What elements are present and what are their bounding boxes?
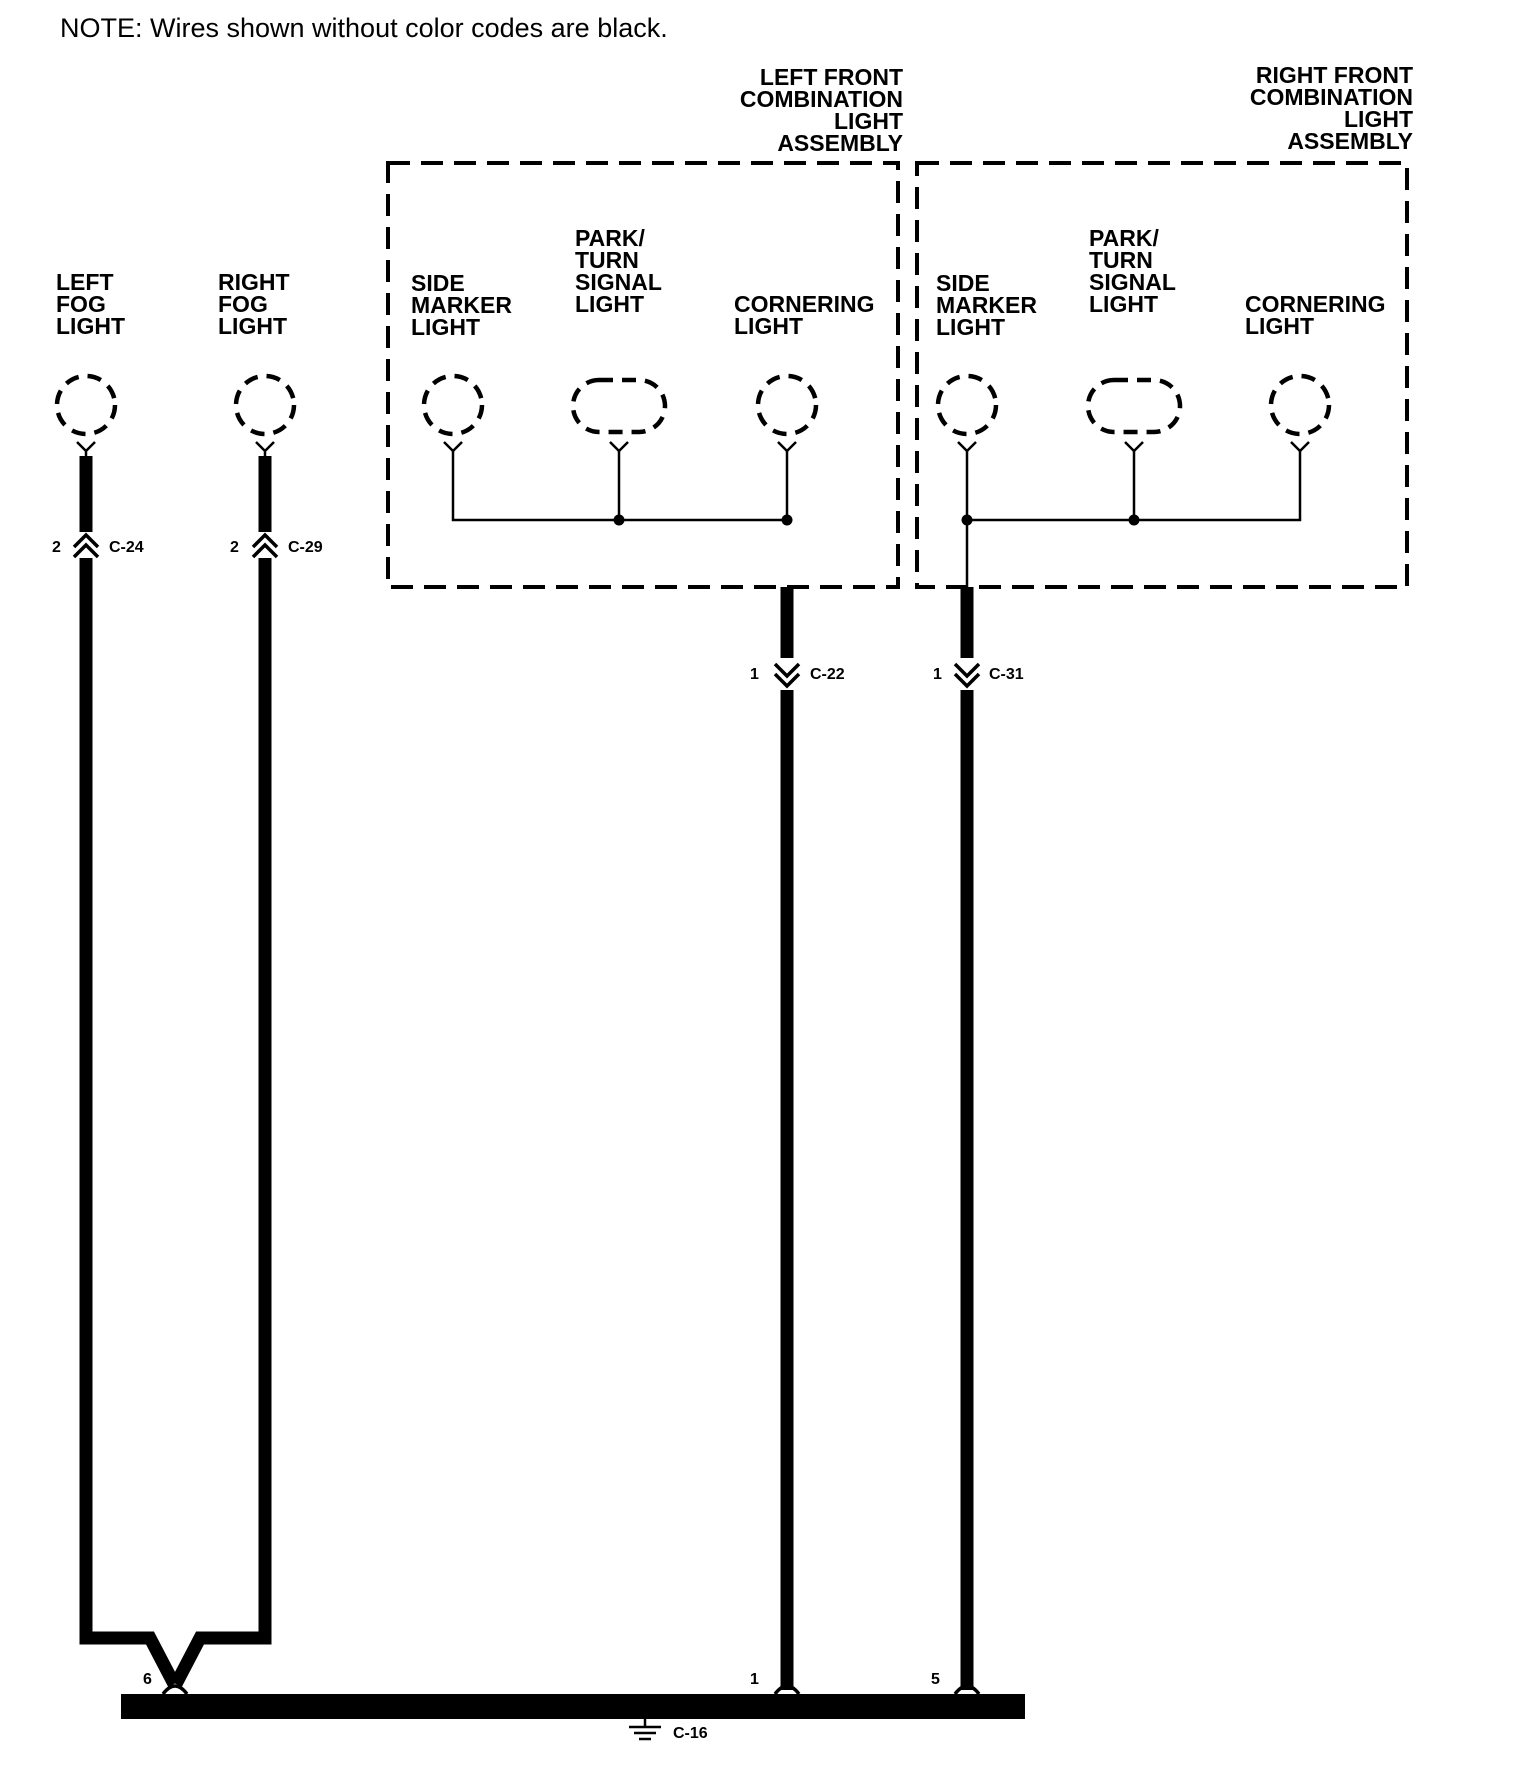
ground-pin-right-front: 5 xyxy=(931,1671,940,1688)
svg-text:ASSEMBLY: ASSEMBLY xyxy=(777,130,903,156)
svg-text:LIGHT: LIGHT xyxy=(734,313,803,339)
rf-internal-wiring xyxy=(961,451,1302,590)
ground-pin-left-front: 1 xyxy=(750,1671,759,1688)
svg-text:LIGHT: LIGHT xyxy=(575,291,644,317)
svg-text:LIGHT: LIGHT xyxy=(1344,106,1413,132)
left-front-assembly-title: LEFT FRONT COMBINATION LIGHT ASSEMBLY xyxy=(740,64,903,156)
lf-park-turn-bulb-icon xyxy=(570,377,668,435)
note-text: NOTE: Wires shown without color codes ar… xyxy=(60,13,668,43)
svg-text:MARKER: MARKER xyxy=(411,292,512,318)
c22-label: C-22 xyxy=(810,666,845,683)
svg-text:RIGHT: RIGHT xyxy=(218,269,290,295)
svg-text:SIGNAL: SIGNAL xyxy=(575,269,662,295)
svg-text:TURN: TURN xyxy=(1089,247,1153,273)
svg-text:FOG: FOG xyxy=(56,291,106,317)
ground-connector-icons xyxy=(161,1684,981,1696)
lf-cornering-bulb-icon xyxy=(755,373,819,437)
connector-c29-icon xyxy=(251,532,279,559)
c31-label: C-31 xyxy=(989,666,1024,683)
svg-text:LIGHT: LIGHT xyxy=(1245,313,1314,339)
svg-text:PARK/: PARK/ xyxy=(1089,225,1159,251)
left-fog-bulb-icon xyxy=(54,373,118,437)
right-fog-light-label: RIGHT FOG LIGHT xyxy=(218,269,290,339)
svg-text:RIGHT FRONT: RIGHT FRONT xyxy=(1256,62,1413,88)
left-fog-ground-wire xyxy=(79,456,180,1688)
rf-park-turn-label: PARK/ TURN SIGNAL LIGHT xyxy=(1089,225,1176,317)
c29-pin: 2 xyxy=(230,539,239,556)
bulb-terminals xyxy=(76,441,1310,458)
svg-text:PARK/: PARK/ xyxy=(575,225,645,251)
c29-label: C-29 xyxy=(288,539,323,556)
svg-text:LIGHT: LIGHT xyxy=(834,108,903,134)
svg-text:LIGHT: LIGHT xyxy=(411,314,480,340)
svg-text:SIDE: SIDE xyxy=(936,270,990,296)
rf-park-turn-bulb-icon xyxy=(1085,377,1183,435)
svg-text:TURN: TURN xyxy=(575,247,639,273)
svg-text:SIGNAL: SIGNAL xyxy=(1089,269,1176,295)
rf-side-marker-label: SIDE MARKER LIGHT xyxy=(936,270,1037,340)
left-fog-light-label: LEFT FOG LIGHT xyxy=(56,269,125,339)
svg-text:SIDE: SIDE xyxy=(411,270,465,296)
svg-text:CORNERING: CORNERING xyxy=(1245,291,1386,317)
svg-text:ASSEMBLY: ASSEMBLY xyxy=(1287,128,1413,154)
svg-text:CORNERING: CORNERING xyxy=(734,291,875,317)
left-front-assembly-box xyxy=(386,161,900,589)
svg-text:COMBINATION: COMBINATION xyxy=(1250,84,1413,110)
lf-park-turn-label: PARK/ TURN SIGNAL LIGHT xyxy=(575,225,662,317)
svg-text:FOG: FOG xyxy=(218,291,268,317)
lf-cornering-label: CORNERING LIGHT xyxy=(734,291,875,339)
right-fog-ground-wire xyxy=(170,456,272,1688)
rf-cornering-bulb-icon xyxy=(1268,373,1332,437)
right-fog-bulb-icon xyxy=(233,373,297,437)
ground-bus-bar xyxy=(121,1694,1025,1719)
lf-side-marker-label: SIDE MARKER LIGHT xyxy=(411,270,512,340)
connector-c31-icon xyxy=(953,662,981,689)
c22-pin: 1 xyxy=(750,666,759,683)
c24-pin: 2 xyxy=(52,539,61,556)
svg-text:COMBINATION: COMBINATION xyxy=(740,86,903,112)
svg-text:LIGHT: LIGHT xyxy=(56,313,125,339)
lf-internal-wiring xyxy=(451,451,793,526)
svg-text:LIGHT: LIGHT xyxy=(1089,291,1158,317)
connector-c24-icon xyxy=(72,532,100,559)
svg-text:LEFT FRONT: LEFT FRONT xyxy=(760,64,903,90)
svg-text:LIGHT: LIGHT xyxy=(218,313,287,339)
lf-side-marker-bulb-icon xyxy=(421,373,485,437)
c31-pin: 1 xyxy=(933,666,942,683)
c24-label: C-24 xyxy=(109,539,144,556)
ground-label: C-16 xyxy=(673,1725,708,1742)
svg-text:LEFT: LEFT xyxy=(56,269,114,295)
rf-side-marker-bulb-icon xyxy=(935,373,999,437)
ground-symbol-icon xyxy=(629,1719,661,1741)
svg-text:MARKER: MARKER xyxy=(936,292,1037,318)
rf-cornering-label: CORNERING LIGHT xyxy=(1245,291,1386,339)
svg-text:LIGHT: LIGHT xyxy=(936,314,1005,340)
right-front-assembly-box xyxy=(915,161,1409,589)
ground-pin-fog: 6 xyxy=(143,1671,152,1688)
connector-c22-icon xyxy=(773,662,801,689)
right-front-assembly-title: RIGHT FRONT COMBINATION LIGHT ASSEMBLY xyxy=(1250,62,1413,154)
